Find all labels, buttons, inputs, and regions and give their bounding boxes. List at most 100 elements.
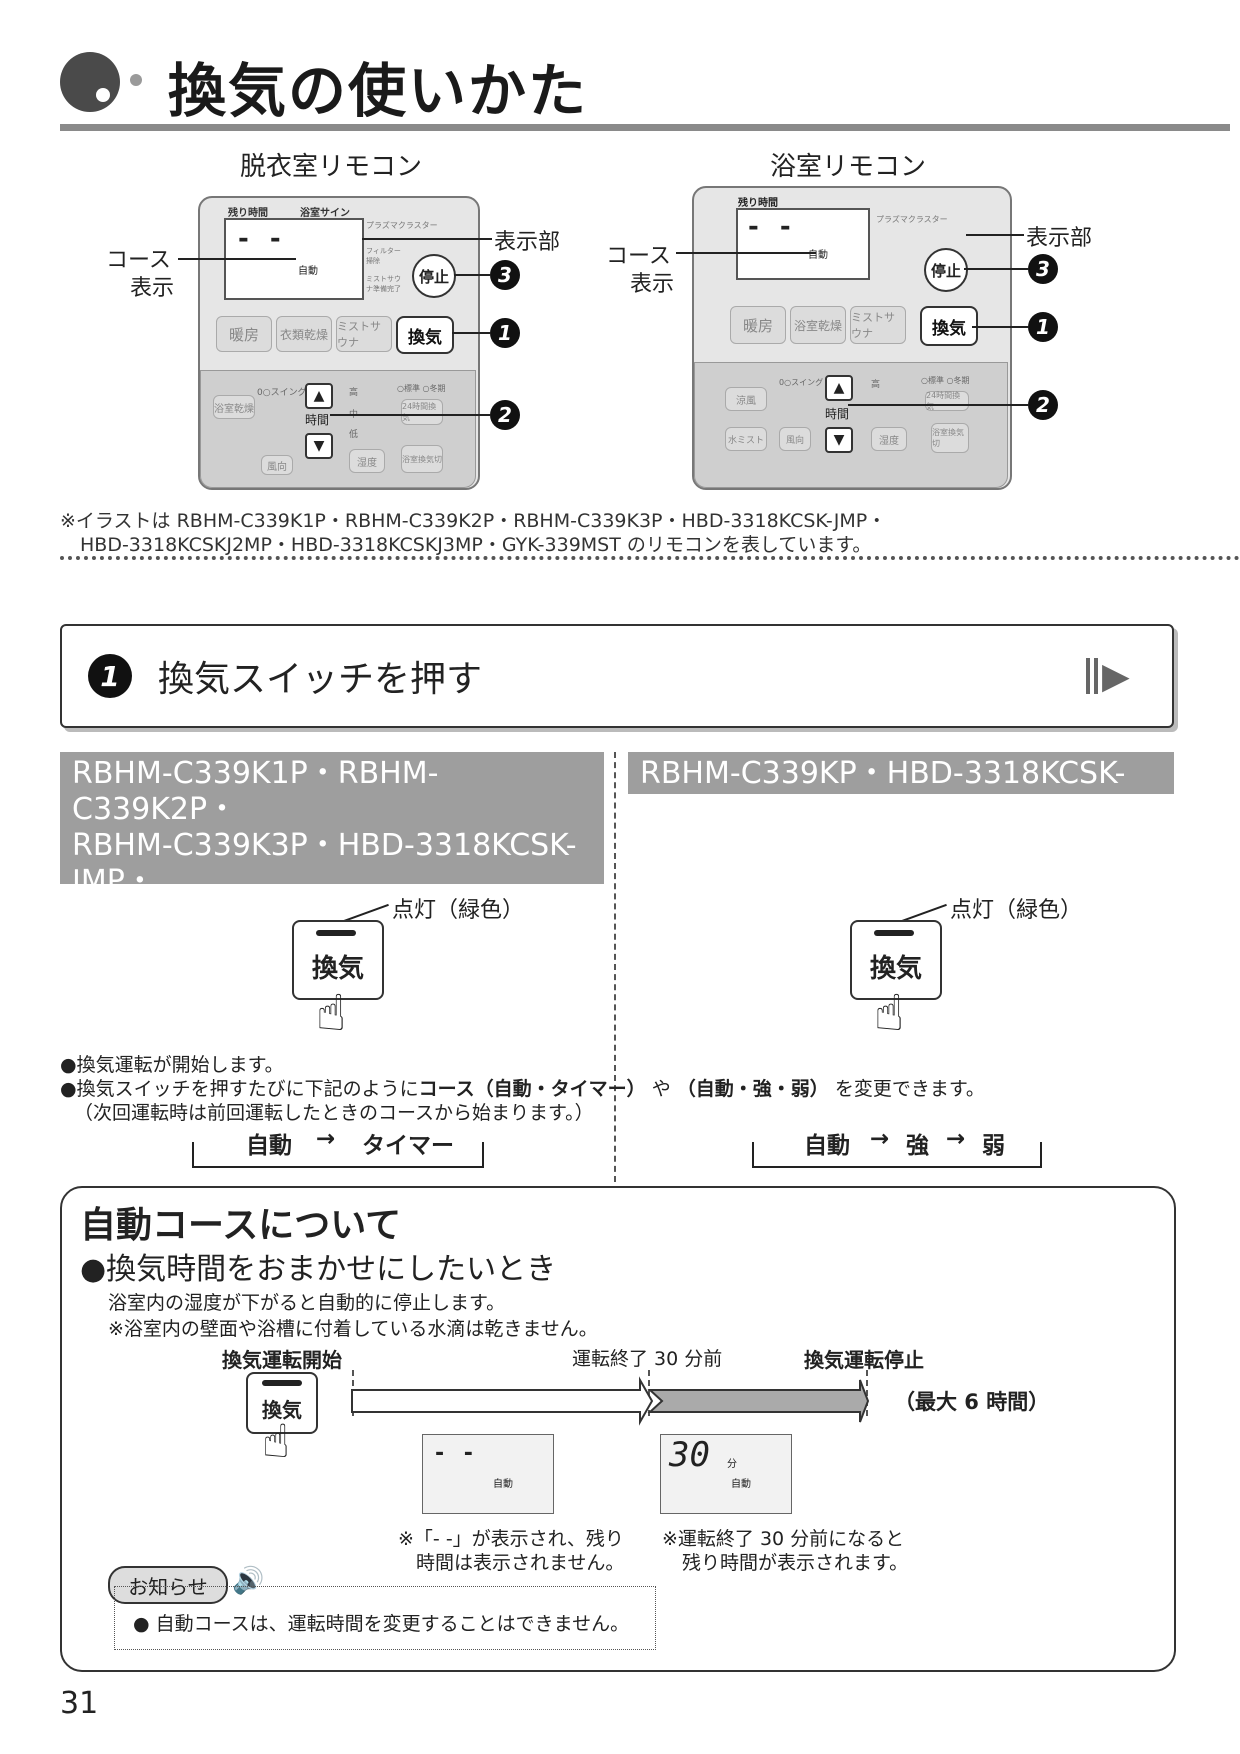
ventilation-button[interactable]: 換気 <box>920 306 978 346</box>
model-line: GYK-339MST <box>72 972 260 1007</box>
mist-sauna-button[interactable]: ミストサウナ <box>336 316 392 352</box>
lcd-sub: 自動 <box>493 1479 513 1490</box>
bullet-bold: コース（自動・タイマー） <box>418 1078 646 1100</box>
humidity-button[interactable]: 湿度 <box>349 449 385 473</box>
pointing-hand-icon: ☝ <box>262 1414 291 1468</box>
callout-1-icon: 1 <box>1028 312 1058 342</box>
end-label: 換気運転停止 <box>804 1348 924 1372</box>
left-remote-caption: 脱衣室リモコン <box>240 152 423 182</box>
leader-line <box>178 258 296 260</box>
down-button[interactable]: ▼ <box>305 433 333 459</box>
cycle-right-item: 強 <box>906 1133 929 1159</box>
right-remote-caption: 浴室リモコン <box>770 152 927 182</box>
cycle-arrow: → <box>946 1126 966 1152</box>
cloth-dry-button[interactable]: 衣類乾燥 <box>276 316 332 352</box>
callout-3-icon: 3 <box>1028 254 1058 284</box>
bullet-change: ●換気スイッチを押すたびに下記のようにコース（自動・タイマー） や （自動・強・… <box>60 1074 985 1101</box>
model-line: RBHM-C339K3P・HBD-3318KCSK-JMP・ <box>72 828 577 899</box>
auto-heading: 自動コースについて <box>80 1205 402 1246</box>
callout-2-icon: 2 <box>1028 390 1058 420</box>
down-button[interactable]: ▼ <box>825 427 853 453</box>
step-number-icon: 1 <box>88 654 132 698</box>
bath-dry-button[interactable]: 浴室乾燥 <box>790 306 846 344</box>
lit-label: 点灯（緑色） <box>392 898 525 923</box>
stop-button[interactable]: 停止 <box>924 248 968 292</box>
bullet-start: ●換気運転が開始します。 <box>60 1054 284 1076</box>
display-label: 表示部 <box>1026 226 1093 251</box>
auto-course-box <box>60 1186 1176 1672</box>
cycle-left-item: タイマー <box>362 1133 454 1159</box>
lcd2-note: 残り時間が表示されます。 <box>682 1552 909 1574</box>
bath-vent-off-button[interactable]: 浴室換気切 <box>931 423 969 453</box>
wind-direction-button[interactable]: 風向 <box>261 455 293 475</box>
lcd-auto: 自動 <box>298 266 318 277</box>
course-label: 表示 <box>630 272 675 297</box>
lcd-display: - - 自動 <box>736 208 870 280</box>
heat-button[interactable]: 暖房 <box>730 306 786 344</box>
course-label: コース <box>606 244 671 269</box>
page-title: 換気の使いかた <box>168 57 589 125</box>
header-circle-icon <box>60 52 120 112</box>
model-line: HBD-3318KCSKJ2MP・HBD-3318KCSKJ3MP <box>72 900 483 971</box>
indicator-lamp <box>262 1380 302 1386</box>
lcd-auto-remaining: 30 分 自動 <box>660 1434 792 1514</box>
cool-breeze-button[interactable]: 涼風 <box>725 387 767 411</box>
ventilation-24h-button[interactable]: 24時間換気 <box>925 391 969 411</box>
plasma-label: プラズマクラスター <box>366 221 438 230</box>
header-dot-icon <box>96 88 110 102</box>
ventilation-button[interactable]: 換気 <box>396 316 454 354</box>
speaker-icon: 🔊 <box>232 1566 265 1596</box>
auto-line1: 浴室内の湿度が下がると自動的に停止します。 <box>108 1292 506 1314</box>
humidity-button[interactable]: 湿度 <box>871 427 907 451</box>
water-mist-button[interactable]: 水ミスト <box>725 427 767 451</box>
auto-subheading: ●換気時間をおまかせにしたいとき <box>80 1252 557 1287</box>
info-text: ● 自動コースは、運転時間を変更することはできません。 <box>133 1613 630 1635</box>
remote-lower-panel: 浴室乾燥 0○スイング 風向 ▲ 時間 ▼ 高 中 低 湿度 ○標準 ○冬期 2… <box>200 370 476 488</box>
mist-sauna-button[interactable]: ミストサウナ <box>850 306 906 344</box>
ventilation-24h-button[interactable]: 24時間換気 <box>401 399 443 425</box>
bathroom-remote: 残り時間 - - 自動 プラズマクラスター 停止 暖房 浴室乾燥 ミストサウナ … <box>692 186 1012 490</box>
bullet-bold: （自動・強・弱） <box>676 1078 829 1100</box>
leader-line <box>454 274 490 276</box>
ventilation-switch[interactable]: 換気 <box>246 1372 318 1434</box>
callout-1-icon: 1 <box>490 318 520 348</box>
leader-line <box>966 234 1024 236</box>
leader-line <box>848 404 1028 406</box>
course-label: 表示 <box>130 276 175 301</box>
page-number: 31 <box>60 1686 99 1721</box>
ventilation-switch-label: 換気 <box>311 953 364 984</box>
mode-label: ○標準 ○冬期 <box>921 376 970 385</box>
next-bar-icon <box>1086 658 1090 694</box>
bullet-text: ●換気スイッチを押すたびに下記のように <box>60 1078 419 1100</box>
indicator-lamp <box>874 930 914 936</box>
indicator-lamp <box>316 930 356 936</box>
heat-button[interactable]: 暖房 <box>216 316 272 352</box>
lcd-auto-dashes: - - 自動 <box>422 1434 554 1514</box>
up-button[interactable]: ▲ <box>305 383 333 409</box>
timeline-marker <box>866 1370 868 1416</box>
wind-direction-button[interactable]: 風向 <box>779 427 811 451</box>
filter-label: フィルター掃除 <box>366 247 401 265</box>
stop-button[interactable]: 停止 <box>412 254 456 298</box>
pointing-hand-icon: ☝ <box>316 984 347 1042</box>
lcd-unit: 分 <box>727 1459 737 1470</box>
lcd1-note: 時間は表示されません。 <box>416 1552 625 1574</box>
figure-note-line2: HBD-3318KCSKJ2MP・HBD-3318KCSKJ3MP・GYK-33… <box>80 534 872 556</box>
leader-line <box>330 414 490 416</box>
ventilation-switch-label: 換気 <box>869 953 922 984</box>
header-dot-icon <box>130 74 142 86</box>
time-label: 時間 <box>825 407 850 421</box>
level-high-label: 高 <box>349 388 359 398</box>
leader-line <box>362 238 492 240</box>
leader-line <box>676 252 816 254</box>
level-low-label: 低 <box>349 430 359 440</box>
lcd-remaining-label: 残り時間 <box>228 208 268 219</box>
bath-vent-off-button[interactable]: 浴室換気切 <box>401 445 443 473</box>
bullet-text: や <box>651 1078 671 1100</box>
dressing-room-remote: 残り時間 浴室サイン - - 自動 プラズマクラスター フィルター掃除 ミストサ… <box>198 196 480 490</box>
up-button[interactable]: ▲ <box>825 375 853 401</box>
ventilation-switch[interactable]: 換気 <box>292 920 384 1000</box>
lit-label: 点灯（緑色） <box>950 898 1083 923</box>
ventilation-switch[interactable]: 換気 <box>850 920 942 1000</box>
bath-dry-button[interactable]: 浴室乾燥 <box>213 395 255 419</box>
